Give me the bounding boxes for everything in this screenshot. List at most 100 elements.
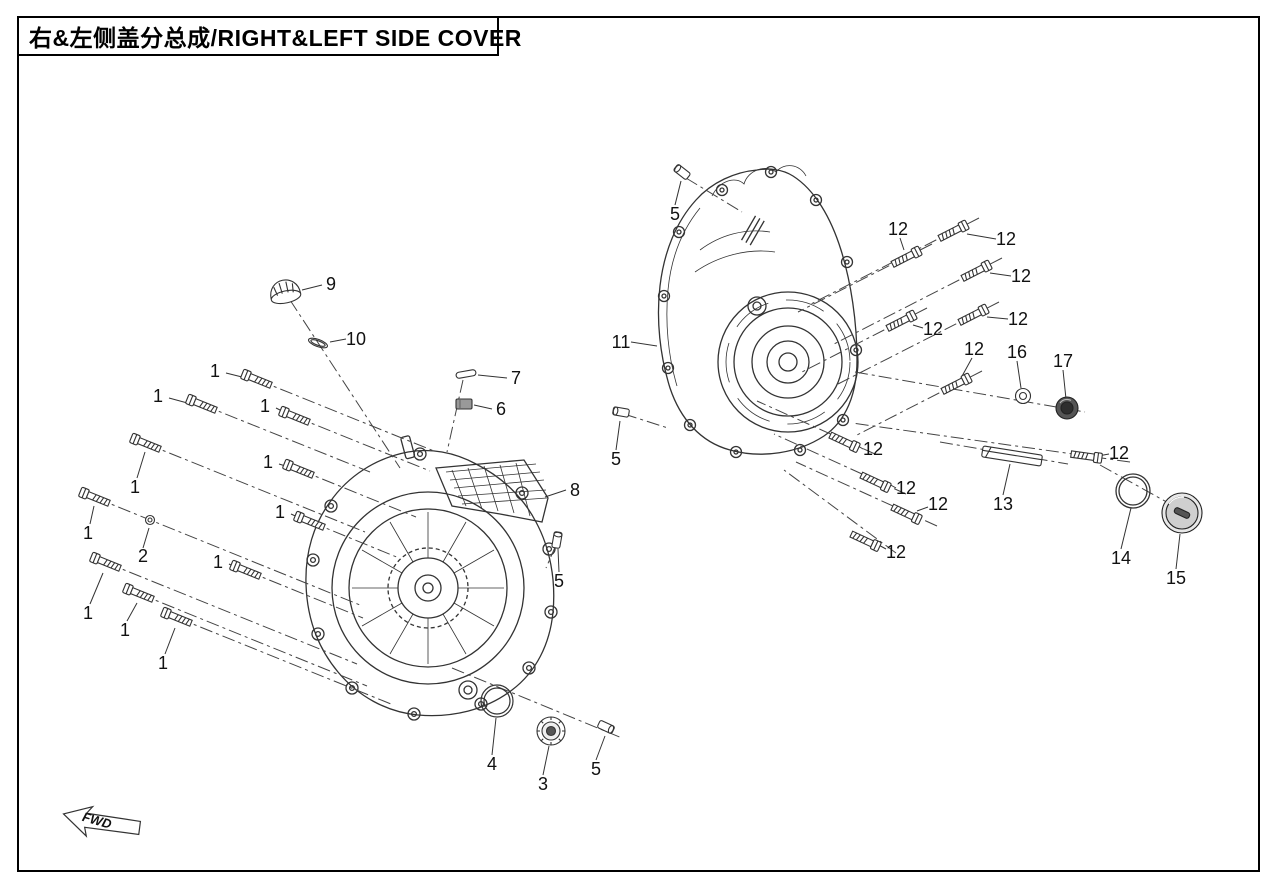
callout-tick-line <box>960 357 973 379</box>
callout-number-12: 12 <box>964 339 984 359</box>
assembly-axis-line <box>289 299 401 469</box>
part-bolt <box>277 405 312 428</box>
assembly-axis-line <box>310 521 400 559</box>
assembly-axis-line <box>939 441 1069 465</box>
callout-number-12: 12 <box>996 229 1016 249</box>
callout-number-11: 11 <box>612 332 631 352</box>
part-bolt <box>956 303 990 328</box>
assembly-axis-line <box>257 379 435 452</box>
callout-number-1: 1 <box>153 386 163 406</box>
callout-number-5: 5 <box>591 759 601 779</box>
callout-number-1: 1 <box>275 502 285 522</box>
part-bolt <box>936 219 970 244</box>
callout-tick-line <box>89 572 104 605</box>
callout-number-14: 14 <box>1111 548 1131 568</box>
assembly-axis-line <box>756 400 876 455</box>
callout-tick-line <box>126 602 138 622</box>
callout-tick-line <box>615 420 621 451</box>
part-bolt <box>889 502 924 526</box>
part-plug <box>611 406 631 418</box>
callout-tick-line <box>989 272 1012 277</box>
part-nut <box>144 514 156 526</box>
part-bolt <box>88 551 123 574</box>
callout-tick-line <box>595 735 606 761</box>
part-cap15 <box>1161 492 1203 534</box>
part-plug <box>596 719 616 735</box>
callout-number-10: 10 <box>346 329 366 349</box>
callout-tick-line <box>674 180 682 206</box>
callout-number-8: 8 <box>570 480 580 500</box>
part-pin7 <box>455 368 477 380</box>
callout-number-12: 12 <box>888 219 908 239</box>
part-cap3 <box>536 716 566 746</box>
assembly-axis-line <box>451 667 623 739</box>
part-bolt <box>884 309 918 334</box>
callout-tick-line <box>301 284 323 291</box>
callout-tick-line <box>142 527 150 549</box>
part-bolt <box>959 259 993 284</box>
title-box: 右&左侧盖分总成/RIGHT&LEFT SIDE COVER <box>17 16 521 56</box>
callout-tick-line <box>473 404 493 410</box>
callout-number-13: 13 <box>993 494 1013 514</box>
callout-number-2: 2 <box>138 546 148 566</box>
callout-number-5: 5 <box>611 449 621 469</box>
part-bolt <box>159 606 194 629</box>
callout-tick-line <box>164 627 176 655</box>
callout-tick-line <box>329 338 347 343</box>
assembly-axis-line <box>685 177 743 213</box>
callout-number-12: 12 <box>1011 266 1031 286</box>
callout-tick-line <box>1062 369 1067 400</box>
callout-tick-line <box>1120 507 1132 550</box>
part-bolt <box>281 458 316 481</box>
assembly-axis-line <box>623 413 669 429</box>
callout-number-1: 1 <box>120 620 130 640</box>
callout-number-17: 17 <box>1053 351 1073 371</box>
callout-number-1: 1 <box>83 523 93 543</box>
callout-tick-line <box>542 745 550 776</box>
callout-number-12: 12 <box>1109 443 1129 463</box>
callout-number-9: 9 <box>326 274 336 294</box>
callout-number-15: 15 <box>1166 568 1186 588</box>
part-bolt <box>121 582 156 605</box>
part-plug <box>672 163 692 181</box>
left-side-cover-drawing <box>305 435 558 721</box>
assembly-axis-line <box>139 593 368 687</box>
callout-tick-line <box>1175 533 1181 570</box>
assembly-axis-line <box>177 617 392 705</box>
part-cyl6 <box>455 398 473 410</box>
part-bolt <box>858 470 893 494</box>
callout-number-1: 1 <box>83 603 93 623</box>
part-bolt <box>77 486 112 509</box>
part-bolt <box>889 245 923 270</box>
callout-tick-line <box>1002 463 1011 496</box>
callout-number-12: 12 <box>863 439 883 459</box>
assembly-axis-line <box>295 416 431 472</box>
assembly-axis-line <box>146 443 366 533</box>
callout-number-3: 3 <box>538 774 548 794</box>
part-bolt <box>128 432 163 455</box>
callout-tick-line <box>544 489 567 498</box>
part-bolt <box>848 529 883 553</box>
callout-number-16: 16 <box>1007 342 1027 362</box>
assembly-axis-line <box>851 422 1131 463</box>
callout-number-1: 1 <box>260 396 270 416</box>
assembly-axis-line <box>106 562 358 665</box>
part-washer <box>1014 387 1032 405</box>
callout-tick-line <box>136 451 146 479</box>
part-cap9 <box>267 276 303 307</box>
callout-tick-line <box>899 237 905 251</box>
assembly-axis-line <box>202 404 371 473</box>
fwd-arrow-shape <box>62 805 142 838</box>
callout-number-5: 5 <box>554 571 564 591</box>
callout-number-4: 4 <box>487 754 497 774</box>
assembly-axis-line <box>1099 464 1173 506</box>
callout-number-5: 5 <box>670 204 680 224</box>
part-bolt <box>939 372 973 397</box>
callout-number-1: 1 <box>210 361 220 381</box>
part-bolt <box>239 368 274 391</box>
callout-tick-line <box>916 506 929 512</box>
callout-tick-line <box>912 324 924 329</box>
